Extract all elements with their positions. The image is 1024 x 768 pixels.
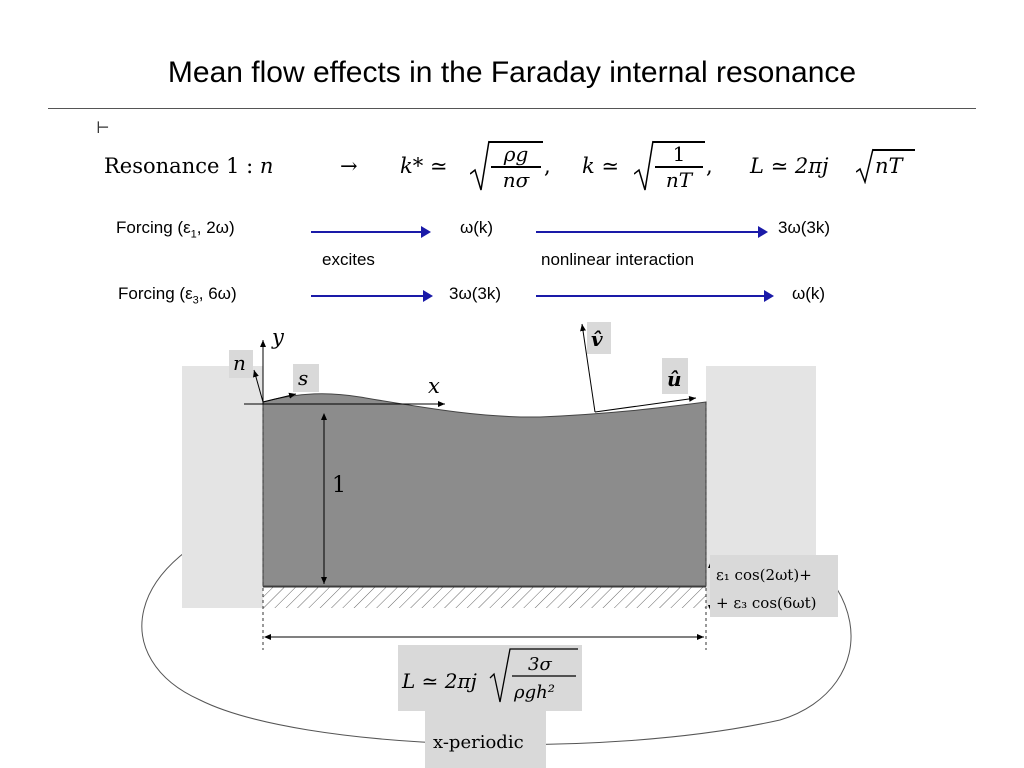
separator-2: ,	[706, 154, 713, 178]
kstar-label: k* ≃	[400, 154, 448, 178]
tank-bottom	[263, 587, 706, 608]
k-sqrt-bar	[653, 141, 705, 143]
length-formula-prefix: L ≃ 2πj	[401, 669, 477, 693]
nonlinear-arrow-1	[536, 226, 768, 238]
k-fraction-bar	[655, 166, 703, 168]
k-numerator: 1	[672, 142, 686, 166]
forcing-2: Forcing (ε3, 6ω)	[118, 284, 237, 307]
x-axis-label: x	[428, 374, 440, 398]
forcing-term-2: + ε₃ cos(6ωt)	[716, 594, 817, 612]
s-label: s	[298, 366, 308, 390]
n-label-box	[229, 350, 253, 378]
k-fraction: 1 nT	[655, 142, 703, 192]
corner-mark: ⊢	[96, 118, 110, 137]
excites-arrow-2	[311, 290, 433, 302]
L-sqrt-sign	[856, 148, 874, 184]
resonance-formula: Resonance 1 : n → k* ≃ ρg nσ , k ≃ 1 nT …	[104, 140, 934, 196]
forcing-1: Forcing (ε1, 2ω)	[116, 218, 235, 241]
kstar-numerator: ρg	[503, 142, 529, 166]
row1-mid-frequency: ω(k)	[460, 218, 494, 237]
L-radicand: nT	[875, 154, 903, 178]
u-hat-label: û	[667, 367, 682, 391]
kstar-fraction-bar	[491, 166, 541, 168]
u-hat-box	[662, 358, 688, 394]
kstar-denominator: nσ	[502, 167, 530, 192]
s-label-box	[293, 364, 319, 392]
separator-1: ,	[544, 154, 551, 178]
left-wall	[182, 366, 263, 608]
normal-vector	[253, 369, 264, 403]
slide-title: Mean flow effects in the Faraday interna…	[167, 56, 857, 89]
v-hat-vector	[580, 323, 596, 413]
y-axis-label: y	[271, 325, 285, 349]
kstar-sqrt-bar	[489, 141, 543, 143]
k-label: k ≃	[582, 154, 619, 178]
periodic-label: x-periodic	[433, 732, 524, 753]
L-label: L ≃ 2πj	[750, 154, 829, 178]
periodic-label-box	[425, 711, 546, 768]
n-label: n	[233, 351, 246, 375]
excites-label: excites	[322, 250, 375, 269]
resonance-arrow: →	[340, 154, 358, 178]
L-sqrt-bar	[873, 149, 915, 151]
tangent-vector	[262, 392, 297, 403]
resonance-label: Resonance 1 : n	[104, 154, 274, 178]
nonlinear-interaction-label: nonlinear interaction	[541, 250, 695, 269]
kstar-fraction: ρg nσ	[491, 142, 541, 192]
fluid-layer	[262, 393, 707, 587]
length-numerator: 3σ	[528, 654, 552, 675]
k-denominator: nT	[665, 167, 693, 192]
length-sqrt-sign	[489, 648, 578, 703]
k-sqrt-sign	[634, 140, 654, 191]
u-hat-vector	[594, 395, 697, 413]
v-hat-label: v̂	[591, 327, 603, 351]
nonlinear-arrow-2	[536, 290, 774, 302]
row2-right-frequency: ω(k)	[792, 284, 826, 303]
v-hat-box	[587, 322, 611, 354]
title-divider	[48, 108, 976, 109]
forcing-label-box	[710, 555, 838, 617]
forcing-term-1: ε₁ cos(2ωt)+	[716, 566, 812, 584]
row1-right-frequency: 3ω(3k)	[778, 218, 831, 237]
depth-label: 1	[332, 473, 346, 498]
kstar-sqrt-sign	[470, 140, 490, 191]
length-denominator: ρgh²	[513, 682, 555, 703]
excites-arrow-1	[311, 226, 431, 238]
row2-mid-frequency: 3ω(3k)	[449, 284, 502, 303]
